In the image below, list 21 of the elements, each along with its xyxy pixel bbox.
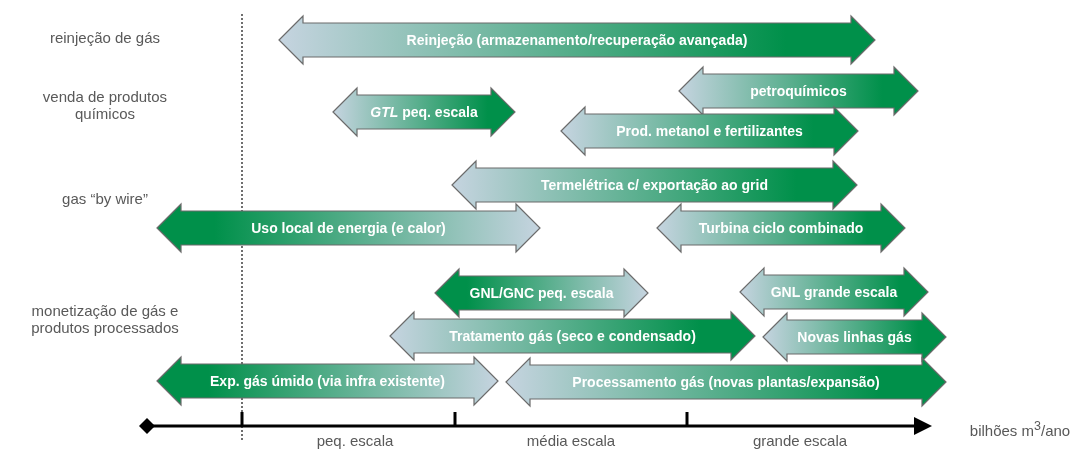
row-label: gas “by wire” <box>61 190 149 207</box>
range-label: Turbina ciclo combinado <box>698 220 864 236</box>
range-label: Exp. gás úmido (via infra existente) <box>210 373 445 389</box>
range-label: Reinjeção (armazenamento/recuperação avançada) <box>406 32 748 48</box>
row-label: reinjeção de gás <box>48 29 162 46</box>
scale-label: grande escala <box>751 432 849 449</box>
range-label: Tratamento gás (seco e condensado) <box>449 328 696 344</box>
range-label: Processamento gás (novas plantas/expansão) <box>572 374 880 390</box>
range-label: Uso local de energia (e calor) <box>251 220 446 236</box>
range-label: petroquímicos <box>750 83 847 99</box>
scale-label: peq. escala <box>315 432 395 449</box>
range-label: Prod. metanol e fertilizantes <box>616 123 803 139</box>
row-label: monetização de gás e produtos processados <box>30 302 180 336</box>
range-label: Termelétrica c/ exportação ao grid <box>541 177 768 193</box>
axis-unit-label: bilhões m$^{3}$/ano <box>968 419 1072 439</box>
scale-label: média escala <box>525 432 617 449</box>
row-label: venda de produtos químicos <box>41 88 169 122</box>
range-label: GNL/GNC peq. escala <box>469 285 614 301</box>
range-label: GNL grande escala <box>770 284 898 300</box>
range-label: GTL peq. escala <box>370 104 478 120</box>
range-label: Novas linhas gás <box>797 329 912 345</box>
